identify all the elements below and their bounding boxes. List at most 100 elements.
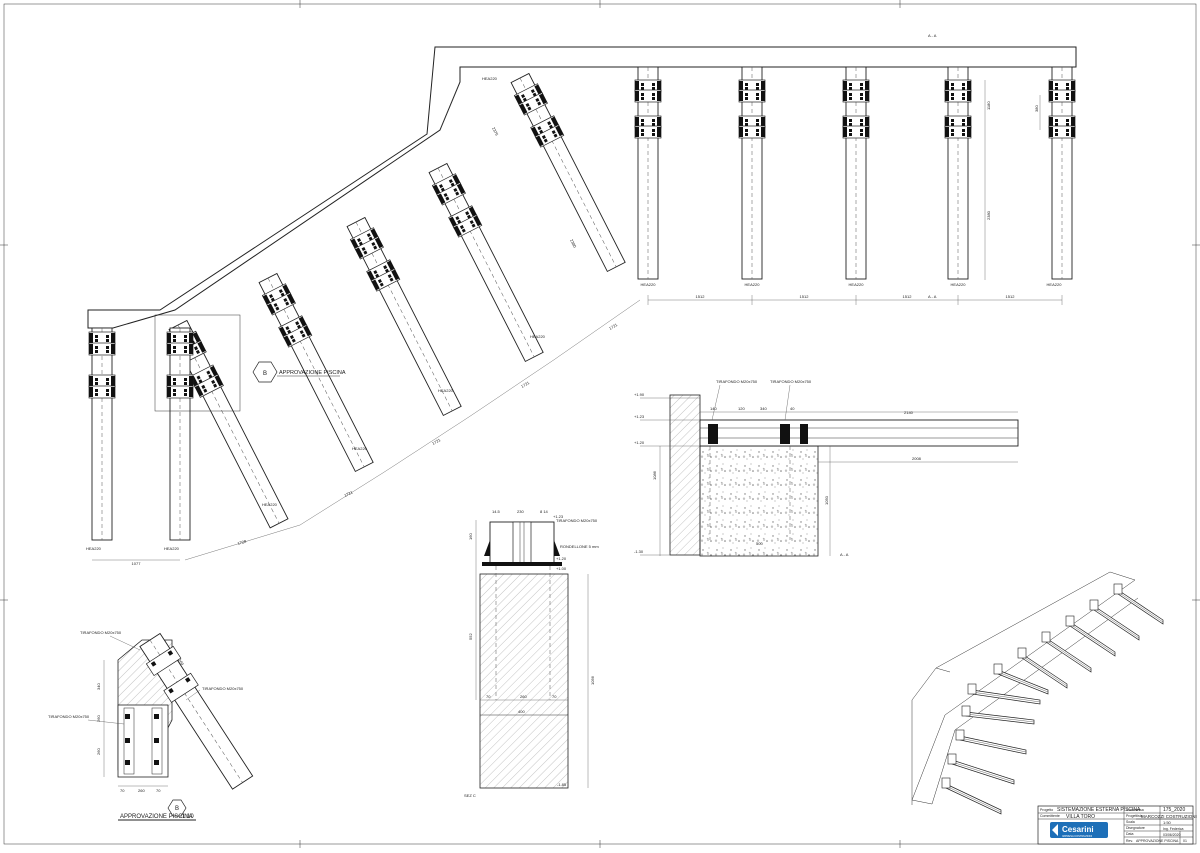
svg-text:Cesarini: Cesarini	[1062, 825, 1094, 834]
beams-diagonal	[166, 72, 627, 529]
iso-beam-web	[1093, 607, 1140, 639]
svg-text:MARCOZZI COSTRUZIONI: MARCOZZI COSTRUZIONI	[1141, 814, 1197, 819]
svg-text:260: 260	[520, 694, 527, 699]
dim-top: 1512 1512 1512 1512	[647, 294, 1063, 305]
svg-text:340: 340	[760, 406, 767, 411]
iso-bracket	[941, 777, 951, 789]
section-aa: +1.90 +1.23 +1.20 -1.30 TIRAFONDO M20x75…	[634, 379, 1019, 557]
svg-text:Data: Data	[1126, 832, 1133, 836]
plan-view: B APPROVAZIONE PISCINA 1512 1512 1512 15…	[86, 33, 1077, 566]
svg-text:8 14: 8 14	[540, 509, 549, 514]
svg-text:HEA220: HEA220	[86, 546, 102, 551]
detail-b: 70 260 70 260 260 340 260 TIRAFONDO M20x…	[48, 630, 254, 821]
cesarini-logo: Cesarini IMPRESA COSTRUZIONI	[1050, 822, 1108, 838]
iso-beam-web	[965, 713, 1035, 723]
svg-text:1728: 1728	[237, 538, 248, 546]
svg-text:A - A: A - A	[840, 552, 849, 557]
iso-bracket	[1089, 599, 1099, 611]
wall-hatch	[669, 394, 701, 556]
svg-text:TIRAFONDO M20x750: TIRAFONDO M20x750	[80, 630, 122, 635]
svg-text:40: 40	[790, 406, 795, 411]
svg-text:Rev.: Rev.	[1126, 839, 1133, 843]
svg-text:SEZ C: SEZ C	[464, 793, 476, 798]
svg-text:230: 230	[517, 509, 524, 514]
svg-text:+1.23: +1.23	[634, 414, 645, 419]
svg-text:HEA220: HEA220	[262, 502, 278, 507]
svg-text:IMPRESA COSTRUZIONI: IMPRESA COSTRUZIONI	[1062, 834, 1092, 838]
svg-text:SISTEMAZIONE ESTERNA PISCINA: SISTEMAZIONE ESTERNA PISCINA	[1057, 807, 1141, 813]
svg-text:HEA220: HEA220	[849, 282, 865, 287]
svg-text:Scala: Scala	[1126, 820, 1135, 824]
svg-text:120: 120	[738, 406, 745, 411]
iso-bracket	[1065, 615, 1075, 627]
section-mark-mid: A - A	[928, 294, 937, 299]
svg-text:TIRAFONDO M20x750: TIRAFONDO M20x750	[202, 686, 244, 691]
iso-beam-web	[971, 691, 1041, 703]
svg-text:Ing. Federica: Ing. Federica	[1163, 827, 1183, 831]
svg-text:APPROVAZIONE PISCINA: APPROVAZIONE PISCINA	[120, 814, 193, 820]
svg-text:1512: 1512	[800, 294, 810, 299]
deck-outline	[87, 46, 1077, 329]
svg-text:+1.20: +1.20	[634, 440, 645, 445]
svg-text:B: B	[263, 371, 267, 377]
svg-text:Disegnatore: Disegnatore	[1126, 826, 1145, 830]
iso-bracket	[967, 683, 977, 695]
dim-right-beam: 1180 2380 380 2376 2380	[491, 80, 1041, 280]
svg-text:260: 260	[138, 788, 145, 793]
svg-text:+1.00: +1.00	[556, 566, 567, 571]
detail-b-hexagon	[167, 799, 187, 817]
svg-text:140: 140	[710, 406, 717, 411]
svg-text:1512: 1512	[903, 294, 913, 299]
iso-beam-web	[951, 761, 1015, 783]
svg-text:Progettista: Progettista	[1126, 814, 1143, 818]
svg-text:1721: 1721	[520, 380, 531, 389]
svg-text:1721: 1721	[608, 322, 619, 331]
iso-bracket	[947, 753, 957, 765]
svg-text:1:50: 1:50	[1163, 820, 1172, 825]
svg-text:+1.90: +1.90	[634, 392, 645, 397]
svg-text:HEA220: HEA220	[745, 282, 761, 287]
section-c: 552 1056 14.5 230 8 14 +1.23 TIRAFONDO M…	[464, 509, 599, 798]
svg-text:2008: 2008	[912, 456, 922, 461]
svg-text:340: 340	[96, 683, 101, 690]
svg-text:HEA220: HEA220	[530, 334, 546, 339]
iso-bracket	[961, 705, 971, 717]
svg-text:400: 400	[518, 709, 525, 714]
iso-bracket	[1041, 631, 1051, 643]
svg-text:TIRAFONDO M20x750: TIRAFONDO M20x750	[770, 379, 812, 384]
svg-text:70: 70	[120, 788, 125, 793]
svg-text:70: 70	[486, 694, 491, 699]
iso-beams	[941, 583, 1164, 815]
svg-text:1056: 1056	[590, 675, 595, 685]
svg-text:RONDELLONE 5 mm: RONDELLONE 5 mm	[560, 544, 599, 549]
svg-text:+1.20: +1.20	[556, 556, 567, 561]
svg-text:175_2020: 175_2020	[1163, 807, 1185, 813]
beams-straight	[635, 67, 1075, 279]
svg-text:HEA220: HEA220	[641, 282, 657, 287]
svg-text:HEA220: HEA220	[352, 446, 368, 451]
svg-text:HEA220: HEA220	[482, 76, 498, 81]
foundation-block	[699, 445, 819, 557]
svg-text:380: 380	[1034, 105, 1039, 112]
svg-text:2380: 2380	[569, 238, 578, 249]
svg-text:160: 160	[468, 533, 473, 540]
svg-text:1721: 1721	[431, 437, 442, 446]
svg-text:1721: 1721	[343, 489, 354, 498]
iso-beam-web	[1021, 655, 1068, 687]
iso-beam-web	[959, 737, 1027, 753]
svg-text:TIRAFONDO M20x750: TIRAFONDO M20x750	[716, 379, 758, 384]
svg-text:1050: 1050	[824, 495, 829, 505]
svg-text:Progetto: Progetto	[1040, 808, 1053, 812]
beams-left	[88, 327, 194, 541]
svg-text:HEA220: HEA220	[164, 546, 180, 551]
dim-diagonal: 1721 1721 1721 1721 1728 1077	[92, 299, 641, 566]
svg-text:14.5: 14.5	[492, 509, 501, 514]
beam-labels: HEA220 HEA220 HEA220 HEA220 HEA220 HEA22…	[86, 76, 1062, 551]
svg-text:1512: 1512	[696, 294, 706, 299]
iso-bracket	[993, 663, 1003, 675]
section-c-footing	[479, 573, 569, 789]
svg-text:APPROVAZIONE PISCINA: APPROVAZIONE PISCINA	[279, 370, 346, 376]
detail-b-callout: B APPROVAZIONE PISCINA	[252, 361, 346, 383]
